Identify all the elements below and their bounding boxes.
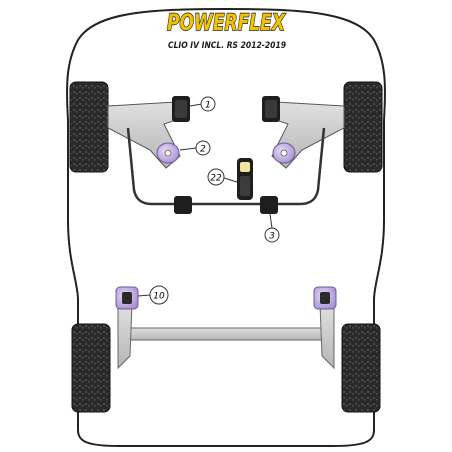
callout-3: 3 [264,213,280,243]
rear-beam [127,327,325,341]
rear-left-tyre [71,323,111,413]
powerflex-logo: POWERFLEX [166,10,286,36]
bush-10-right [313,286,337,310]
callout-1: 1 [189,96,216,112]
callout-3-label: 3 [269,232,275,242]
rear-right-tyre [341,323,381,413]
bush-1-right [262,96,280,122]
callout-22: 22 [207,168,238,186]
logo-text: POWERFLEX [167,11,286,36]
bush-22-engine-mount [237,158,253,200]
callout-1-label: 1 [205,101,211,111]
bush-2-left [156,142,180,164]
bush-10-left [115,286,139,310]
front-left-tyre [69,81,109,173]
callout-2-label: 2 [200,145,206,155]
bush-2-right [272,142,296,164]
callout-10-label: 10 [153,292,165,302]
callout-2: 2 [179,140,211,156]
callout-22-label: 22 [210,174,222,184]
chassis-outline [66,7,386,447]
callout-10: 10 [137,285,169,305]
bush-1-left [172,96,190,122]
front-right-tyre [343,81,383,173]
front-anti-roll-bar [126,127,326,206]
bush-3-left [174,196,192,214]
bush-3-right [260,196,278,214]
model-text: CLIO IV INCL. RS 2012-2019 [168,41,286,51]
